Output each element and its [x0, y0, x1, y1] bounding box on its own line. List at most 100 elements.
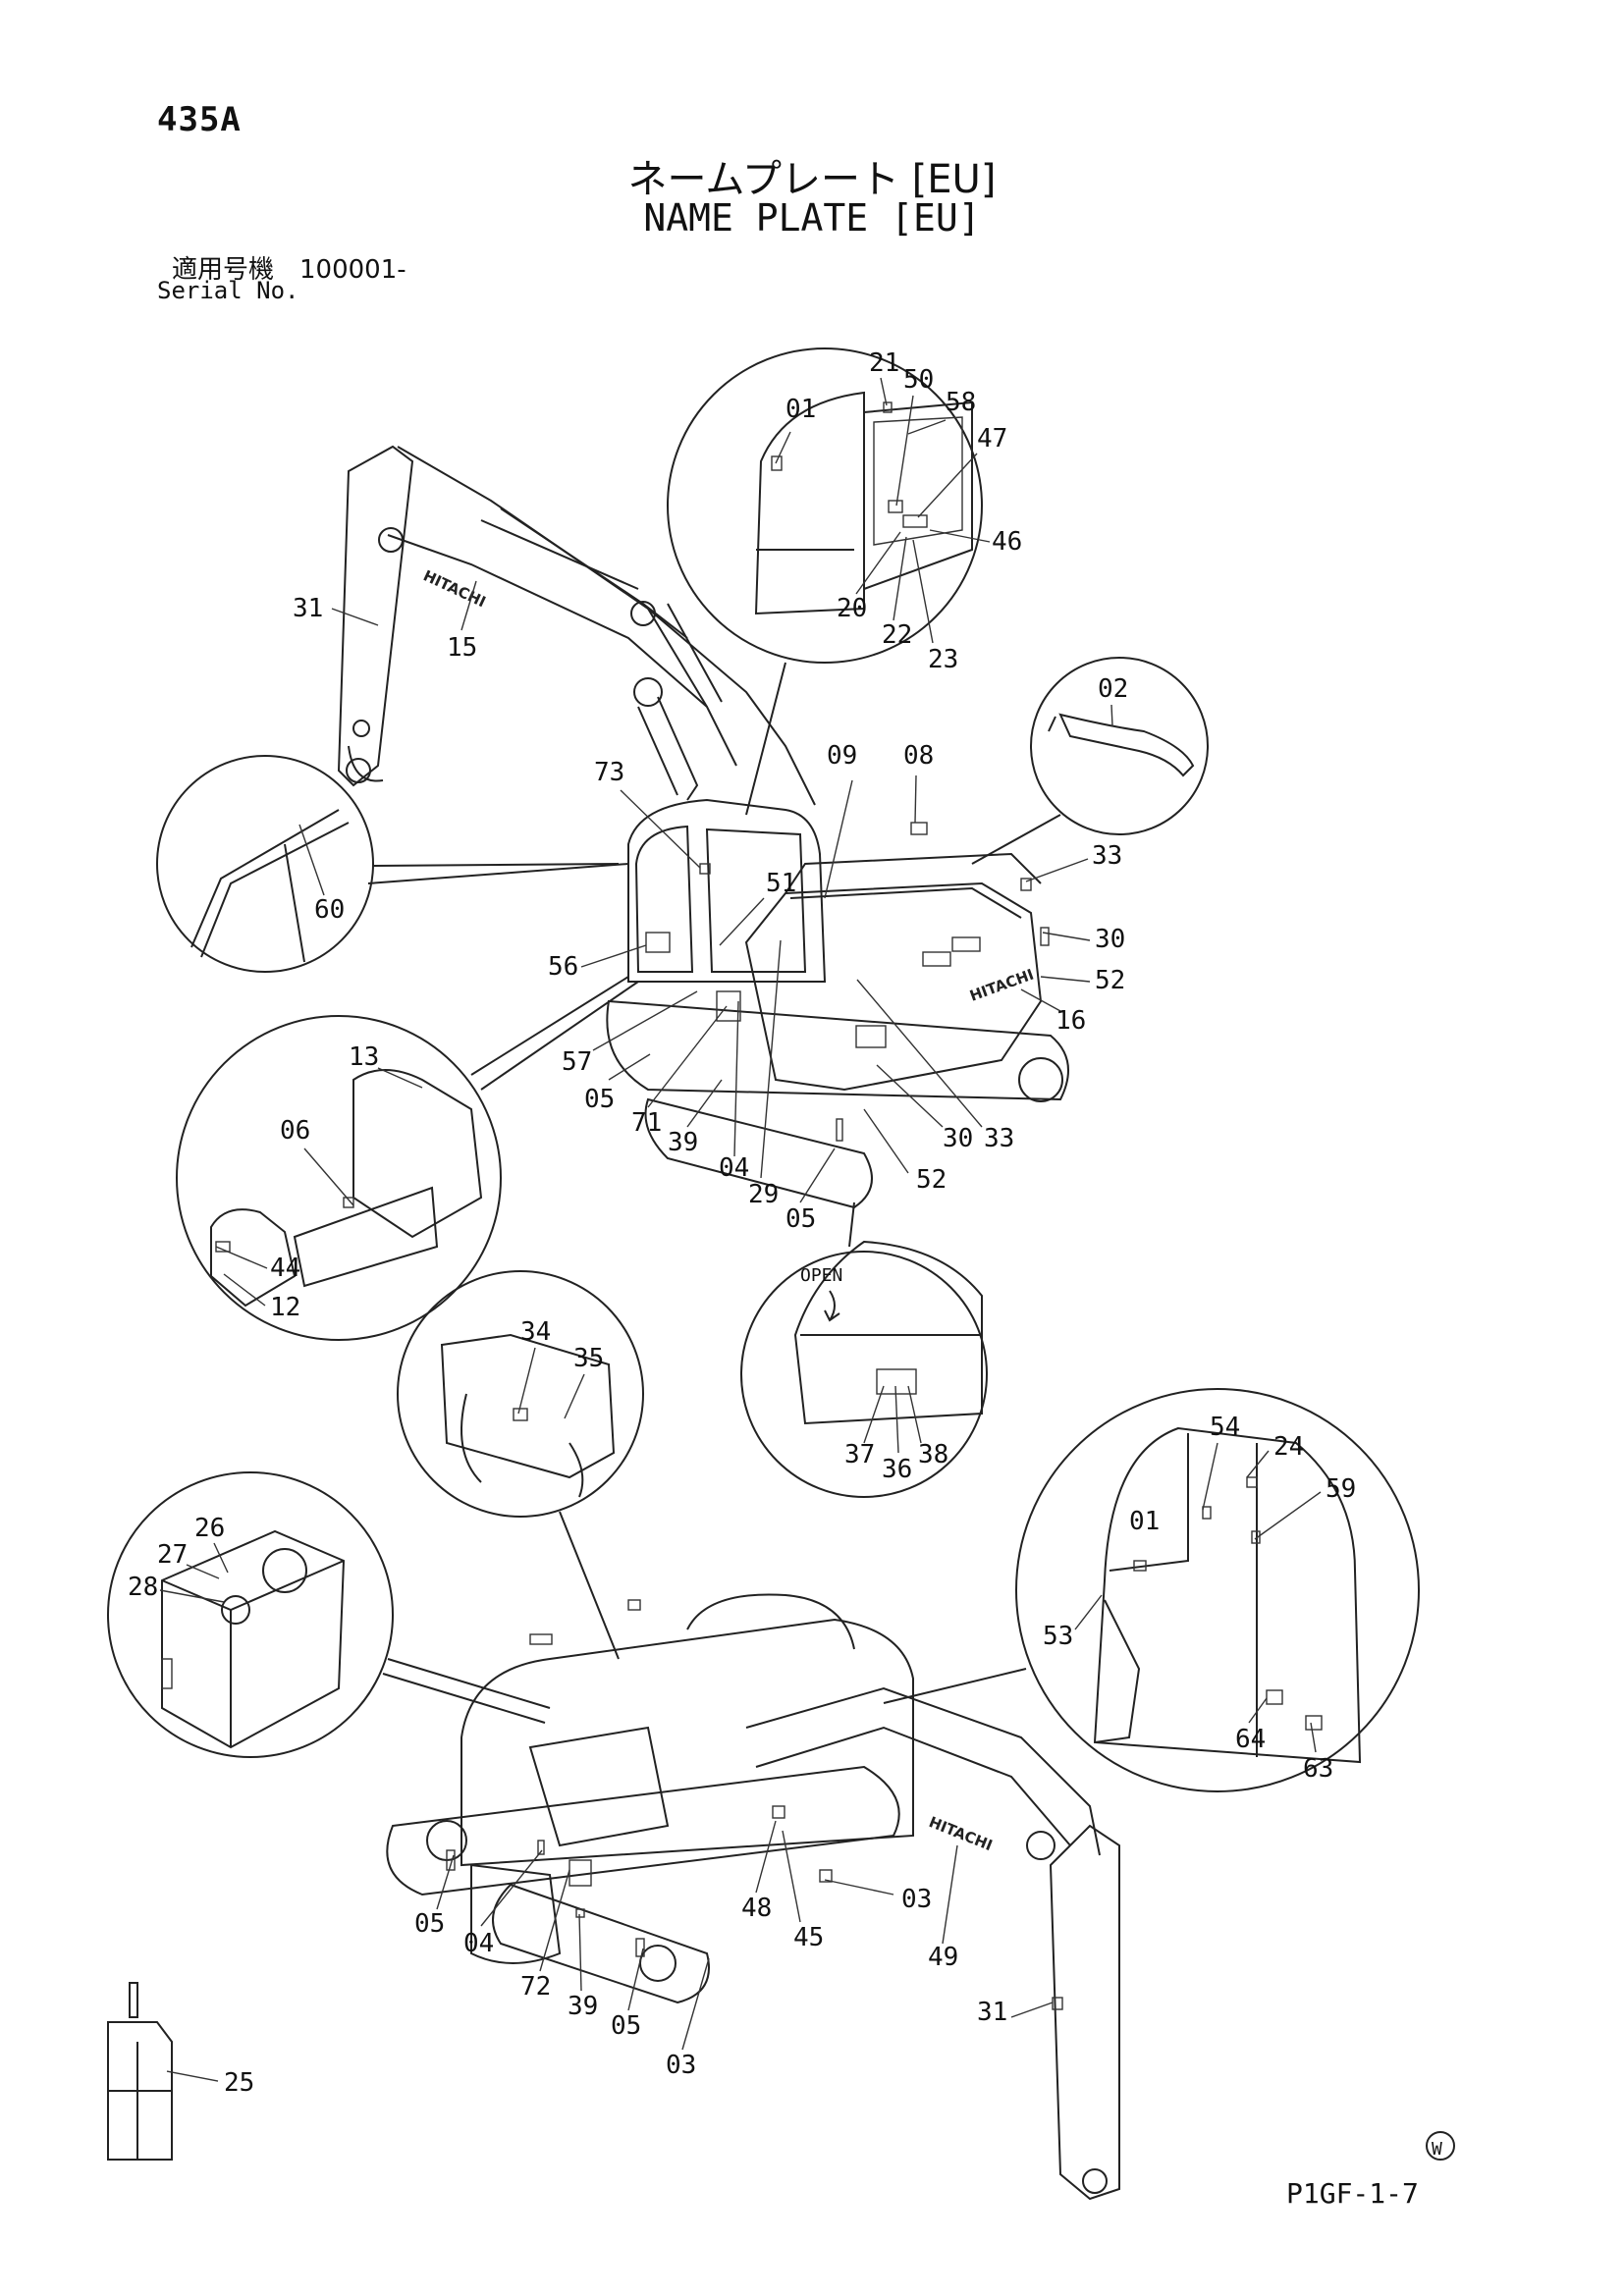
callout-label-c51: 51	[766, 869, 796, 898]
callout-leader-c05a	[608, 1053, 651, 1081]
callout-label-c47: 47	[977, 424, 1007, 454]
callout-label-c29: 29	[748, 1180, 779, 1209]
callout-label-c05c: 05	[414, 1909, 445, 1939]
callout-label-c39a: 39	[668, 1128, 698, 1157]
excavator-lower-drawing: HITACHI	[386, 1593, 1120, 2201]
callout-label-c56: 56	[548, 952, 578, 982]
callout-leader-c45	[782, 1830, 801, 1923]
brand-text-lower-boom: HITACHI	[927, 1813, 996, 1854]
callout-leader-c50	[895, 395, 914, 507]
callout-label-c33a: 33	[1092, 841, 1122, 871]
title-japanese: ネームプレート [EU]	[627, 157, 997, 202]
callout-leader-c52a	[1040, 976, 1091, 983]
callout-leader-c02	[1110, 704, 1113, 727]
callout-leader-c54	[1202, 1442, 1218, 1511]
callout-leader-c53	[1074, 1594, 1103, 1630]
svg-text:W: W	[1432, 2139, 1442, 2160]
callout-label-c12: 12	[270, 1293, 300, 1322]
excavator-upper-drawing: HITACHI HITACHI	[337, 445, 1069, 1209]
callout-leader-c27	[186, 1564, 220, 1579]
callout-leader-c30a	[1042, 932, 1091, 941]
callout-leader-c51	[719, 897, 765, 946]
callout-label-c28: 28	[128, 1573, 158, 1602]
callout-label-c33b: 33	[984, 1124, 1014, 1153]
callout-leader-c04a	[733, 1000, 739, 1157]
callout-label-c39b: 39	[568, 1992, 598, 2021]
callout-leader-c21	[880, 377, 888, 406]
callout-leader-c39b	[578, 1913, 582, 1992]
callout-label-c64: 64	[1235, 1725, 1266, 1754]
callout-label-c31b: 31	[977, 1998, 1007, 2027]
callout-leader-c56	[580, 944, 647, 968]
callout-label-c05d: 05	[611, 2011, 641, 2041]
callout-label-c54: 54	[1210, 1413, 1240, 1442]
callout-leader-c26	[213, 1542, 229, 1574]
callout-leader-c47	[917, 453, 978, 518]
callout-leader-c31a	[331, 608, 379, 626]
callout-leader-c36	[894, 1385, 899, 1454]
callout-leader-c63	[1310, 1722, 1317, 1753]
callout-leader-c16	[1020, 988, 1061, 1012]
callout-leader-c28	[159, 1589, 225, 1603]
callout-label-c01b: 01	[1129, 1507, 1160, 1536]
callout-leader-c03b	[681, 1957, 710, 2051]
callout-leader-c06	[303, 1148, 354, 1206]
callout-leader-c12	[223, 1273, 266, 1307]
callout-label-c57: 57	[562, 1047, 592, 1077]
detail-circle-pipe	[971, 657, 1209, 865]
callout-label-c03a: 03	[901, 1885, 932, 1914]
callout-label-c20: 20	[837, 594, 867, 623]
detail-circle-cab-interior	[667, 347, 983, 816]
callout-label-c52a: 52	[1095, 966, 1125, 995]
detail-circle-hydraulic-tank	[107, 1471, 551, 1758]
w-mark: W	[1426, 2131, 1455, 2161]
callout-leader-c05b	[799, 1148, 836, 1203]
callout-leader-c46	[929, 529, 991, 543]
callout-label-c72: 72	[520, 1972, 551, 2002]
callout-leader-c22	[893, 536, 907, 621]
callout-label-c60: 60	[314, 895, 345, 925]
callout-leader-c38	[907, 1385, 922, 1444]
callout-label-c63: 63	[1303, 1754, 1333, 1784]
callout-leader-c23	[912, 539, 934, 644]
brand-text-boom: HITACHI	[420, 566, 488, 611]
page-number: 435A	[157, 100, 242, 139]
callout-leader-c31b	[1010, 2002, 1054, 2018]
callout-leader-c52b	[863, 1108, 909, 1174]
callout-label-c22: 22	[882, 620, 912, 650]
callout-label-c25: 25	[224, 2068, 254, 2098]
callout-leader-c64	[1248, 1697, 1268, 1724]
callout-leader-c71	[647, 1005, 728, 1108]
callout-label-c50: 50	[903, 365, 934, 395]
callout-label-c27: 27	[157, 1540, 188, 1570]
drawing-code: P1GF-1-7	[1286, 2177, 1419, 2210]
callout-leader-c73	[620, 789, 701, 869]
callout-label-c23: 23	[928, 645, 958, 674]
callout-label-c46: 46	[992, 527, 1022, 557]
callout-leader-c15	[460, 580, 477, 631]
callout-leader-c33b	[856, 979, 983, 1128]
callout-label-c04b: 04	[463, 1929, 494, 1958]
callout-leader-c25	[166, 2070, 219, 2082]
callout-label-c05a: 05	[584, 1085, 615, 1114]
callout-label-c06: 06	[280, 1116, 310, 1146]
callout-leader-c59	[1254, 1491, 1322, 1540]
brand-text-body: HITACHI	[967, 966, 1036, 1005]
callout-label-c13: 13	[349, 1042, 379, 1072]
callout-leader-c08	[914, 774, 917, 824]
callout-label-c53: 53	[1043, 1622, 1073, 1651]
detail-circle-radiator	[397, 1270, 644, 1660]
callout-label-c21: 21	[869, 348, 899, 378]
callout-label-c31a: 31	[293, 594, 323, 623]
callout-leader-c33a	[1025, 858, 1089, 882]
callout-label-c03b: 03	[666, 2051, 696, 2080]
callout-leader-c49	[942, 1844, 958, 1945]
serial-label-english: Serial No.	[157, 277, 299, 304]
callout-label-c35: 35	[573, 1344, 604, 1373]
callout-leader-c05c	[436, 1854, 455, 1910]
callout-label-c24: 24	[1273, 1432, 1304, 1462]
callout-label-c38: 38	[918, 1440, 948, 1469]
callout-leader-c58	[907, 419, 947, 435]
